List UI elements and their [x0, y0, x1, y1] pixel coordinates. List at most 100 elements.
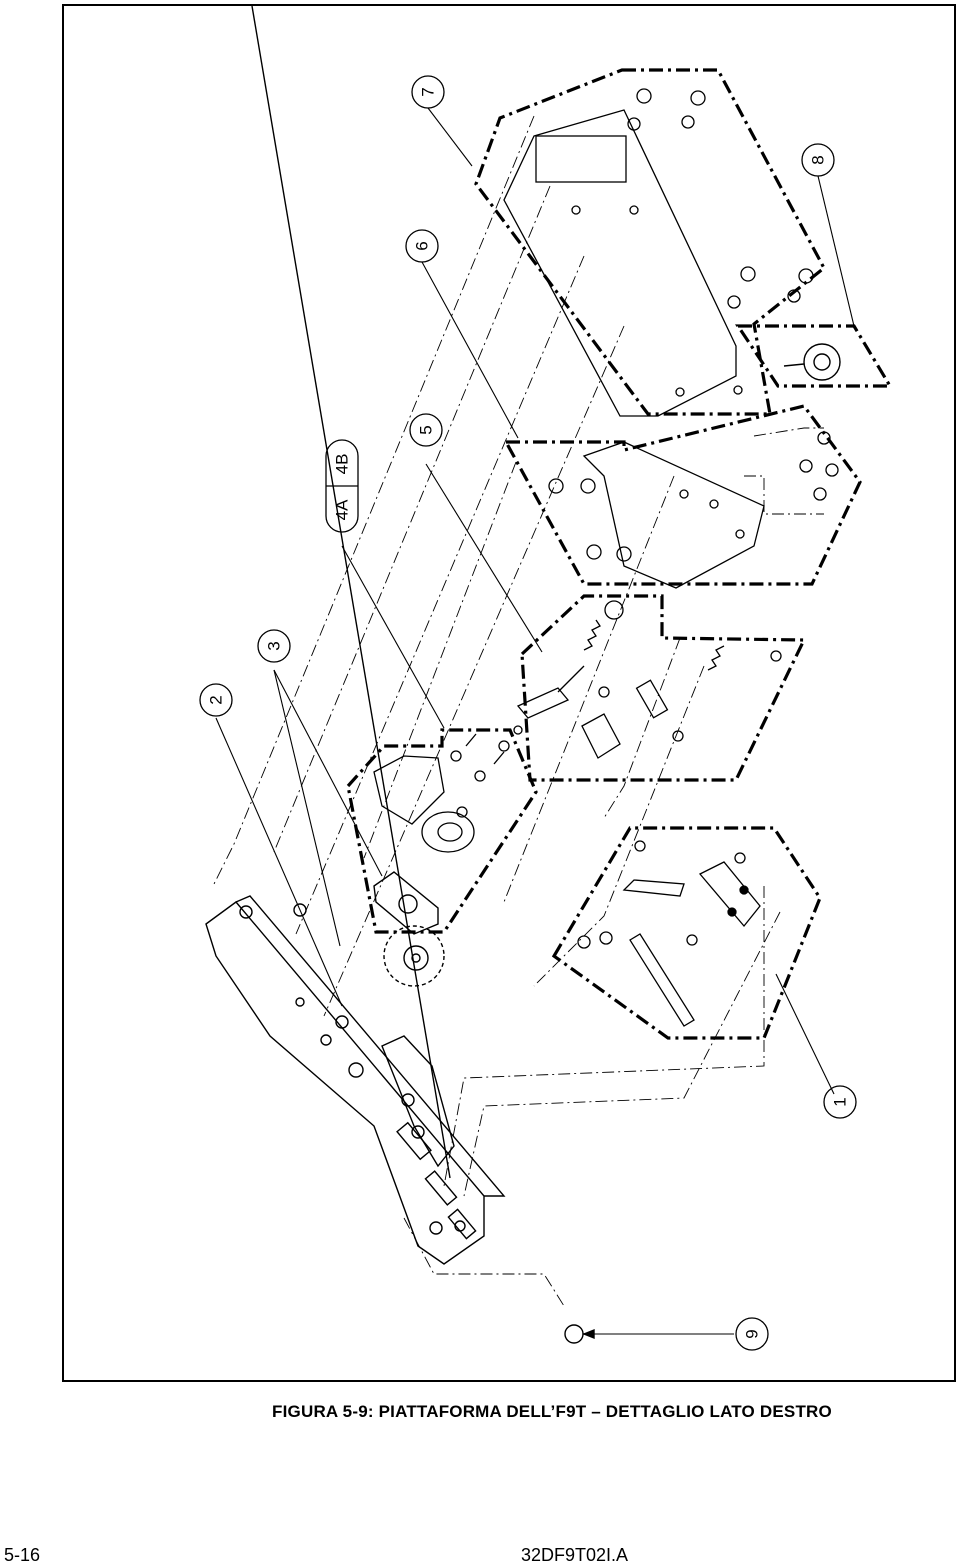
guide-line — [323, 325, 625, 1017]
hole — [675, 387, 685, 397]
detail-box-1 — [551, 826, 822, 1040]
leader-3b — [273, 669, 341, 947]
guide-line — [463, 911, 781, 1197]
sensor-bracket — [698, 861, 761, 928]
knob-center — [813, 353, 831, 371]
nut — [727, 907, 737, 917]
detail-box-7 — [474, 68, 827, 416]
screw — [474, 770, 486, 782]
lever-arm — [622, 879, 685, 897]
callout-6-label: 6 — [413, 241, 432, 250]
page-number: 5-16 — [4, 1545, 41, 1565]
washer — [799, 459, 813, 473]
figure-frame: 7 6 5 4A 4B 3 2 — [62, 4, 956, 1382]
washer — [616, 546, 632, 562]
leader-3a — [273, 669, 383, 877]
callout-7: 7 — [411, 75, 445, 109]
knob — [803, 343, 841, 381]
leader-6 — [421, 261, 519, 439]
arrowhead — [582, 1328, 595, 1340]
side-rail-plate — [205, 901, 485, 1265]
rail-edge — [251, 6, 451, 1179]
callout-8-label: 8 — [809, 155, 828, 164]
rail-pin — [293, 903, 307, 917]
hole — [679, 489, 689, 499]
leader-2 — [215, 717, 343, 1007]
small-plate — [581, 713, 621, 759]
callout-2: 2 — [199, 683, 233, 717]
callout-6: 6 — [405, 229, 439, 263]
cam-link-plate — [373, 871, 439, 935]
rail-hole — [454, 1220, 466, 1232]
hole — [629, 205, 639, 215]
screw — [450, 750, 462, 762]
washer — [580, 478, 596, 494]
document-code: 32DF9T02I.A — [521, 1545, 629, 1565]
spring — [707, 645, 725, 671]
rail-hole — [348, 1062, 364, 1078]
cam-link-hole — [398, 894, 418, 914]
screw-head — [690, 90, 706, 106]
screw-shank — [493, 751, 505, 765]
nut — [686, 934, 698, 946]
callout-3: 3 — [257, 629, 291, 663]
screw-head — [599, 931, 613, 945]
gear-disk-inner — [437, 822, 463, 842]
washer — [604, 600, 624, 620]
guide-line — [363, 461, 517, 859]
rail-pin — [239, 905, 253, 919]
hole — [709, 499, 719, 509]
callout-9-label: 9 — [743, 1329, 762, 1338]
guide-line — [533, 665, 705, 987]
guide-line — [213, 115, 535, 885]
rail-hole — [295, 997, 305, 1007]
rail-bracket — [381, 1035, 455, 1168]
knob-pin — [783, 363, 805, 367]
washer — [787, 289, 801, 303]
washer — [681, 115, 695, 129]
rail-slot — [424, 1170, 458, 1206]
sprocket-hub — [403, 945, 429, 971]
rail-pin — [335, 1015, 349, 1029]
rail-hole — [429, 1221, 443, 1235]
leader-5 — [425, 463, 543, 653]
nut — [672, 730, 684, 742]
callout-4A-4B: 4A 4B — [325, 439, 359, 533]
rail-slot — [396, 1121, 432, 1161]
callout-3-label: 3 — [265, 641, 284, 650]
spring — [583, 619, 601, 651]
screw — [498, 740, 510, 752]
guide-line — [295, 255, 585, 935]
hole — [733, 385, 743, 395]
callout-5: 5 — [409, 413, 443, 447]
callout-4B-label: 4B — [333, 454, 352, 475]
screw-head — [636, 88, 652, 104]
nut — [770, 650, 782, 662]
screw-head — [586, 544, 602, 560]
washer — [627, 117, 641, 131]
screw-head — [817, 431, 831, 445]
nut — [634, 840, 646, 852]
long-link — [629, 933, 695, 1027]
screw-shank — [465, 733, 477, 747]
guide-line — [273, 185, 551, 853]
bracket-plate — [582, 441, 765, 589]
screw-head — [548, 478, 564, 494]
callout-9: 9 — [735, 1317, 769, 1351]
detail-box-4 — [346, 728, 538, 934]
thumb-screw-head — [564, 1324, 584, 1344]
sprocket-gear — [383, 925, 445, 987]
leader-8 — [817, 175, 855, 327]
hole — [735, 529, 745, 539]
rail-hole — [320, 1034, 332, 1046]
callout-7-label: 7 — [419, 87, 438, 96]
screw — [456, 806, 468, 818]
leader-4 — [341, 545, 445, 729]
rail-hole — [411, 1125, 425, 1139]
sprocket-bore — [411, 953, 421, 963]
guide-line — [753, 427, 824, 437]
hole — [571, 205, 581, 215]
screw-head — [825, 463, 839, 477]
nut — [739, 885, 749, 895]
screw — [513, 725, 523, 735]
